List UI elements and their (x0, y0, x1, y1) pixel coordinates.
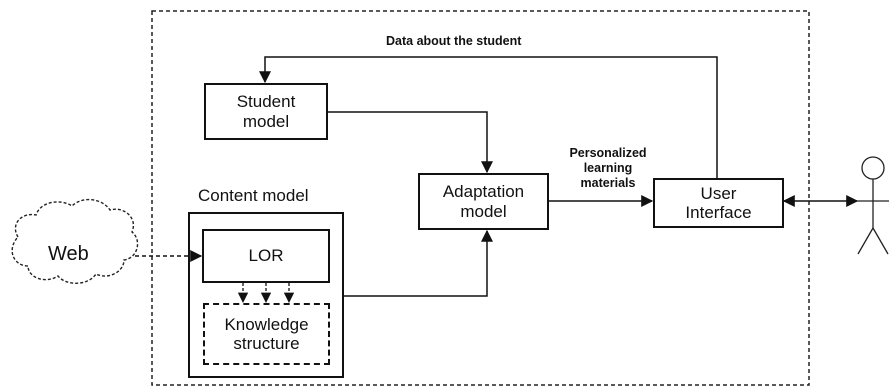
personalized-line-2: learning (583, 161, 633, 175)
user-interface-box: User Interface (653, 178, 784, 228)
personalized-line-3: materials (580, 176, 636, 190)
user-interface-line-1: User (700, 183, 737, 203)
knowledge-structure-box: Knowledge structure (203, 303, 330, 365)
personalized-materials-label: Personalized learning materials (558, 146, 658, 191)
knowledge-line-2: structure (233, 334, 300, 353)
student-model-line-1: Student (236, 92, 296, 112)
personalized-line-1: Personalized (569, 146, 647, 160)
student-to-adaptation-arrow (327, 111, 493, 174)
data-about-student-label: Data about the student (386, 34, 522, 48)
content-to-adaptation-arrow (343, 229, 493, 297)
lor-label: LOR (248, 246, 284, 266)
web-label: Web (48, 243, 89, 265)
content-model-box (188, 212, 344, 378)
student-model-box: Student model (204, 83, 328, 140)
adaptation-model-line-2: model (460, 201, 507, 221)
web-cloud-icon (11, 199, 139, 284)
ui-to-student-arrow (259, 56, 718, 178)
content-model-title: Content model (198, 186, 309, 205)
adaptation-model-line-1: Adaptation (442, 182, 525, 202)
student-model-line-2: model (242, 111, 290, 131)
user-figure-icon (857, 156, 889, 255)
knowledge-line-1: Knowledge (224, 314, 309, 334)
lor-box: LOR (202, 229, 330, 283)
adaptation-model-box: Adaptation model (418, 173, 549, 230)
user-interface-line-2: Interface (685, 203, 752, 222)
